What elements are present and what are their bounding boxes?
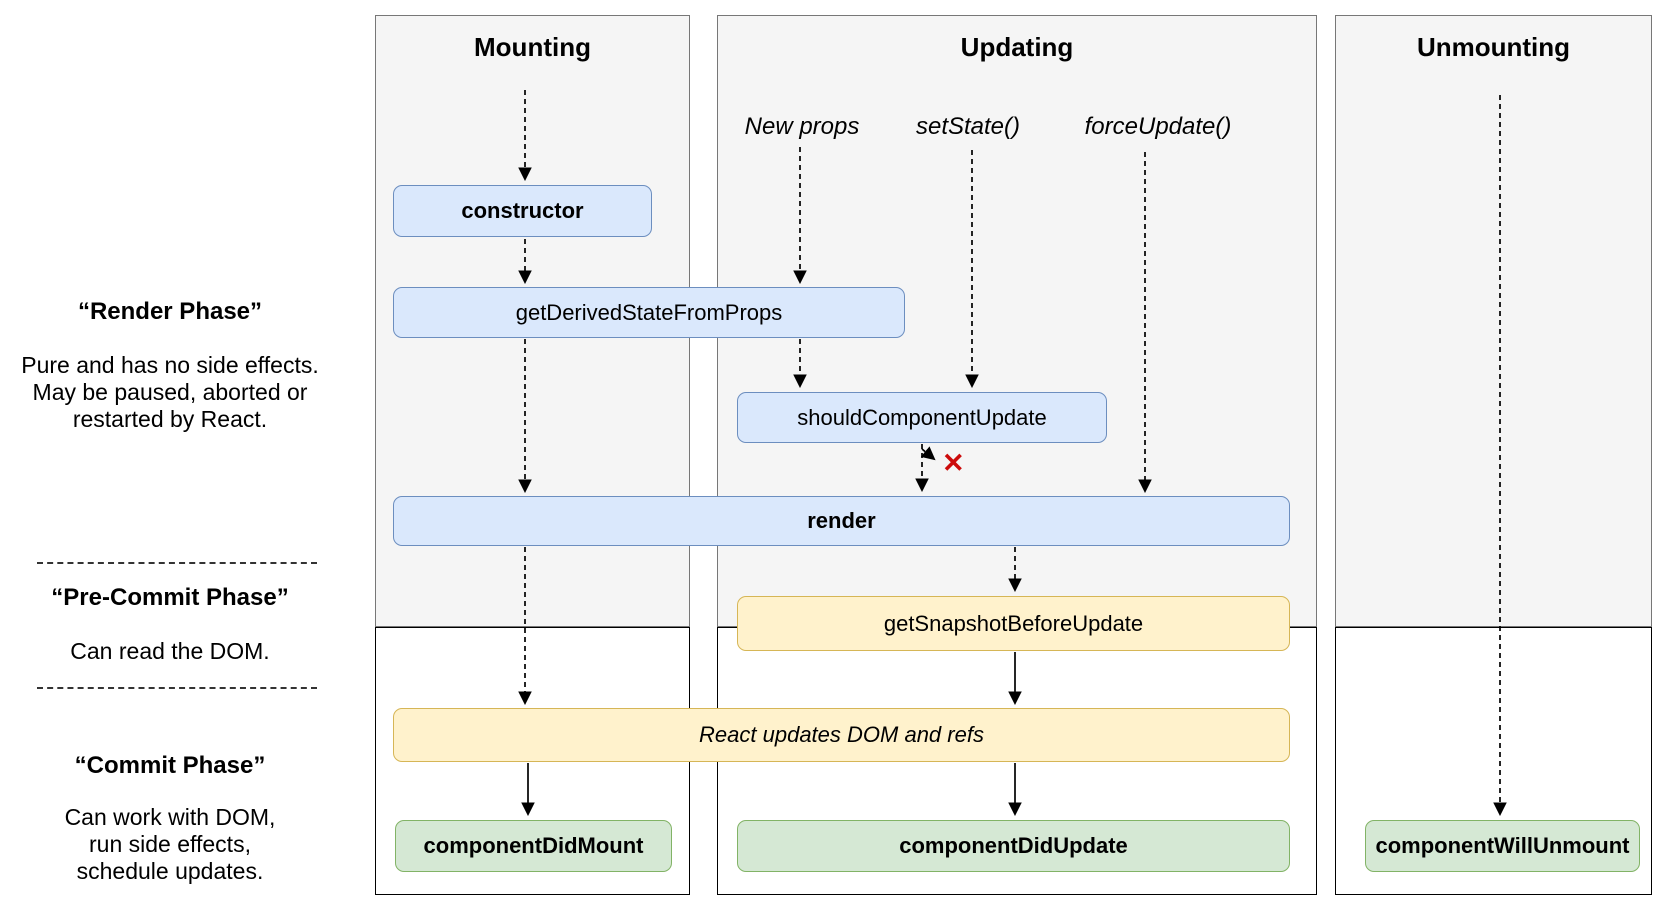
render-phase-line: May be paused, aborted or: [32, 379, 308, 405]
commit-phase-line: Can work with DOM,: [64, 804, 276, 830]
mounting-column-title: Mounting: [474, 32, 591, 62]
render-phase-title: “Render Phase”: [77, 298, 263, 325]
render-phase-description: Pure and has no side effects. May be pau…: [20, 352, 320, 433]
get-derived-state-from-props-box[interactable]: getDerivedStateFromProps: [393, 287, 905, 338]
pre-commit-phase-line: Can read the DOM.: [70, 638, 270, 664]
unmounting-column-render-section: [1335, 15, 1652, 627]
phase-separator-top: [37, 562, 317, 564]
set-state-label[interactable]: setState(): [915, 113, 1021, 140]
component-will-unmount-box[interactable]: componentWillUnmount: [1365, 820, 1640, 872]
pre-commit-phase-title: “Pre-Commit Phase”: [51, 584, 289, 611]
react-updates-dom-box: React updates DOM and refs: [393, 708, 1290, 762]
pre-commit-phase-description: Can read the DOM.: [20, 638, 320, 665]
render-phase-line: restarted by React.: [72, 406, 268, 432]
component-did-mount-box[interactable]: componentDidMount: [395, 820, 672, 872]
no-update-x-icon: ✕: [942, 448, 965, 478]
render-phase-line: Pure and has no side effects.: [21, 352, 319, 378]
get-snapshot-before-update-box[interactable]: getSnapshotBeforeUpdate: [737, 596, 1290, 651]
should-component-update-box[interactable]: shouldComponentUpdate: [737, 392, 1107, 443]
commit-phase-line: schedule updates.: [76, 858, 264, 884]
commit-phase-title: “Commit Phase”: [74, 752, 266, 779]
updating-column-title: Updating: [960, 32, 1074, 62]
phase-separator-bottom: [37, 687, 317, 689]
commit-phase-line: run side effects,: [89, 831, 251, 857]
render-box[interactable]: render: [393, 496, 1290, 546]
component-did-update-box[interactable]: componentDidUpdate: [737, 820, 1290, 872]
force-update-label[interactable]: forceUpdate(): [1084, 113, 1232, 140]
unmounting-column-title: Unmounting: [1416, 32, 1571, 62]
constructor-box[interactable]: constructor: [393, 185, 652, 237]
commit-phase-description: Can work with DOM, run side effects, sch…: [20, 804, 320, 885]
new-props-label: New props: [744, 113, 860, 140]
